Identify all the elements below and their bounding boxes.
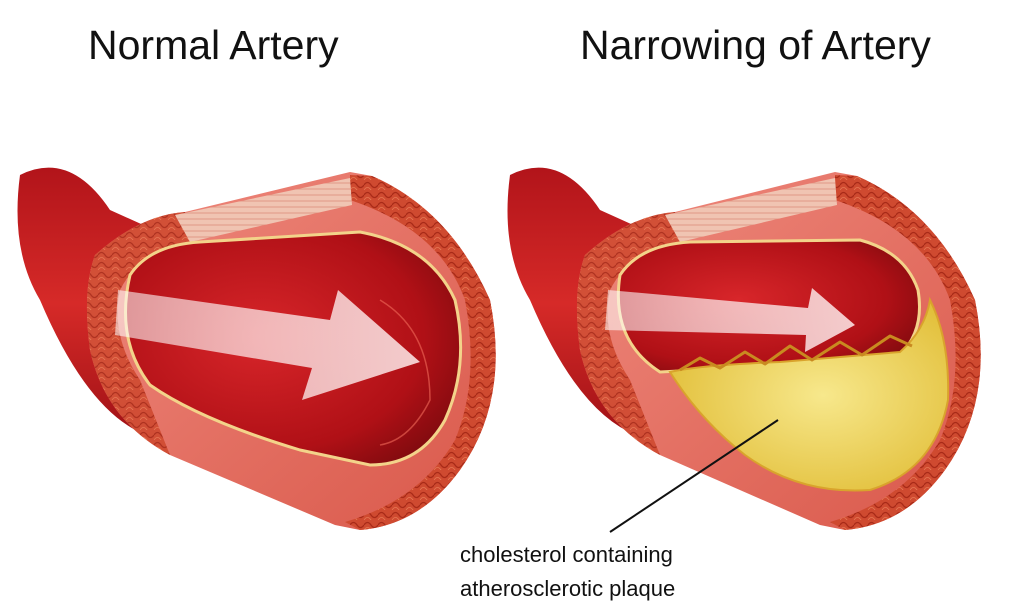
annotation-line-2: atherosclerotic plaque xyxy=(460,576,676,601)
normal-blood-flow-arrow xyxy=(115,290,420,400)
title-narrowing-of-artery: Narrowing of Artery xyxy=(580,22,931,68)
narrowed-artery-left-ring xyxy=(576,212,685,455)
narrowed-artery xyxy=(507,167,981,533)
narrowed-artery-muscle-layer xyxy=(830,175,981,530)
normal-artery-left-ring xyxy=(86,212,195,455)
annotation-pointer-line xyxy=(609,419,779,533)
title-normal-artery: Normal Artery xyxy=(88,22,339,68)
normal-artery-intima xyxy=(175,178,352,242)
plaque-annotation: cholesterol containing atherosclerotic p… xyxy=(460,538,675,606)
normal-artery-muscle-layer xyxy=(345,175,496,530)
normal-artery xyxy=(17,167,496,530)
atherosclerotic-plaque xyxy=(668,296,950,492)
annotation-line-1: cholesterol containing xyxy=(460,542,673,567)
narrowed-blood-flow-arrow xyxy=(605,288,855,352)
narrowed-artery-intima xyxy=(665,178,837,242)
